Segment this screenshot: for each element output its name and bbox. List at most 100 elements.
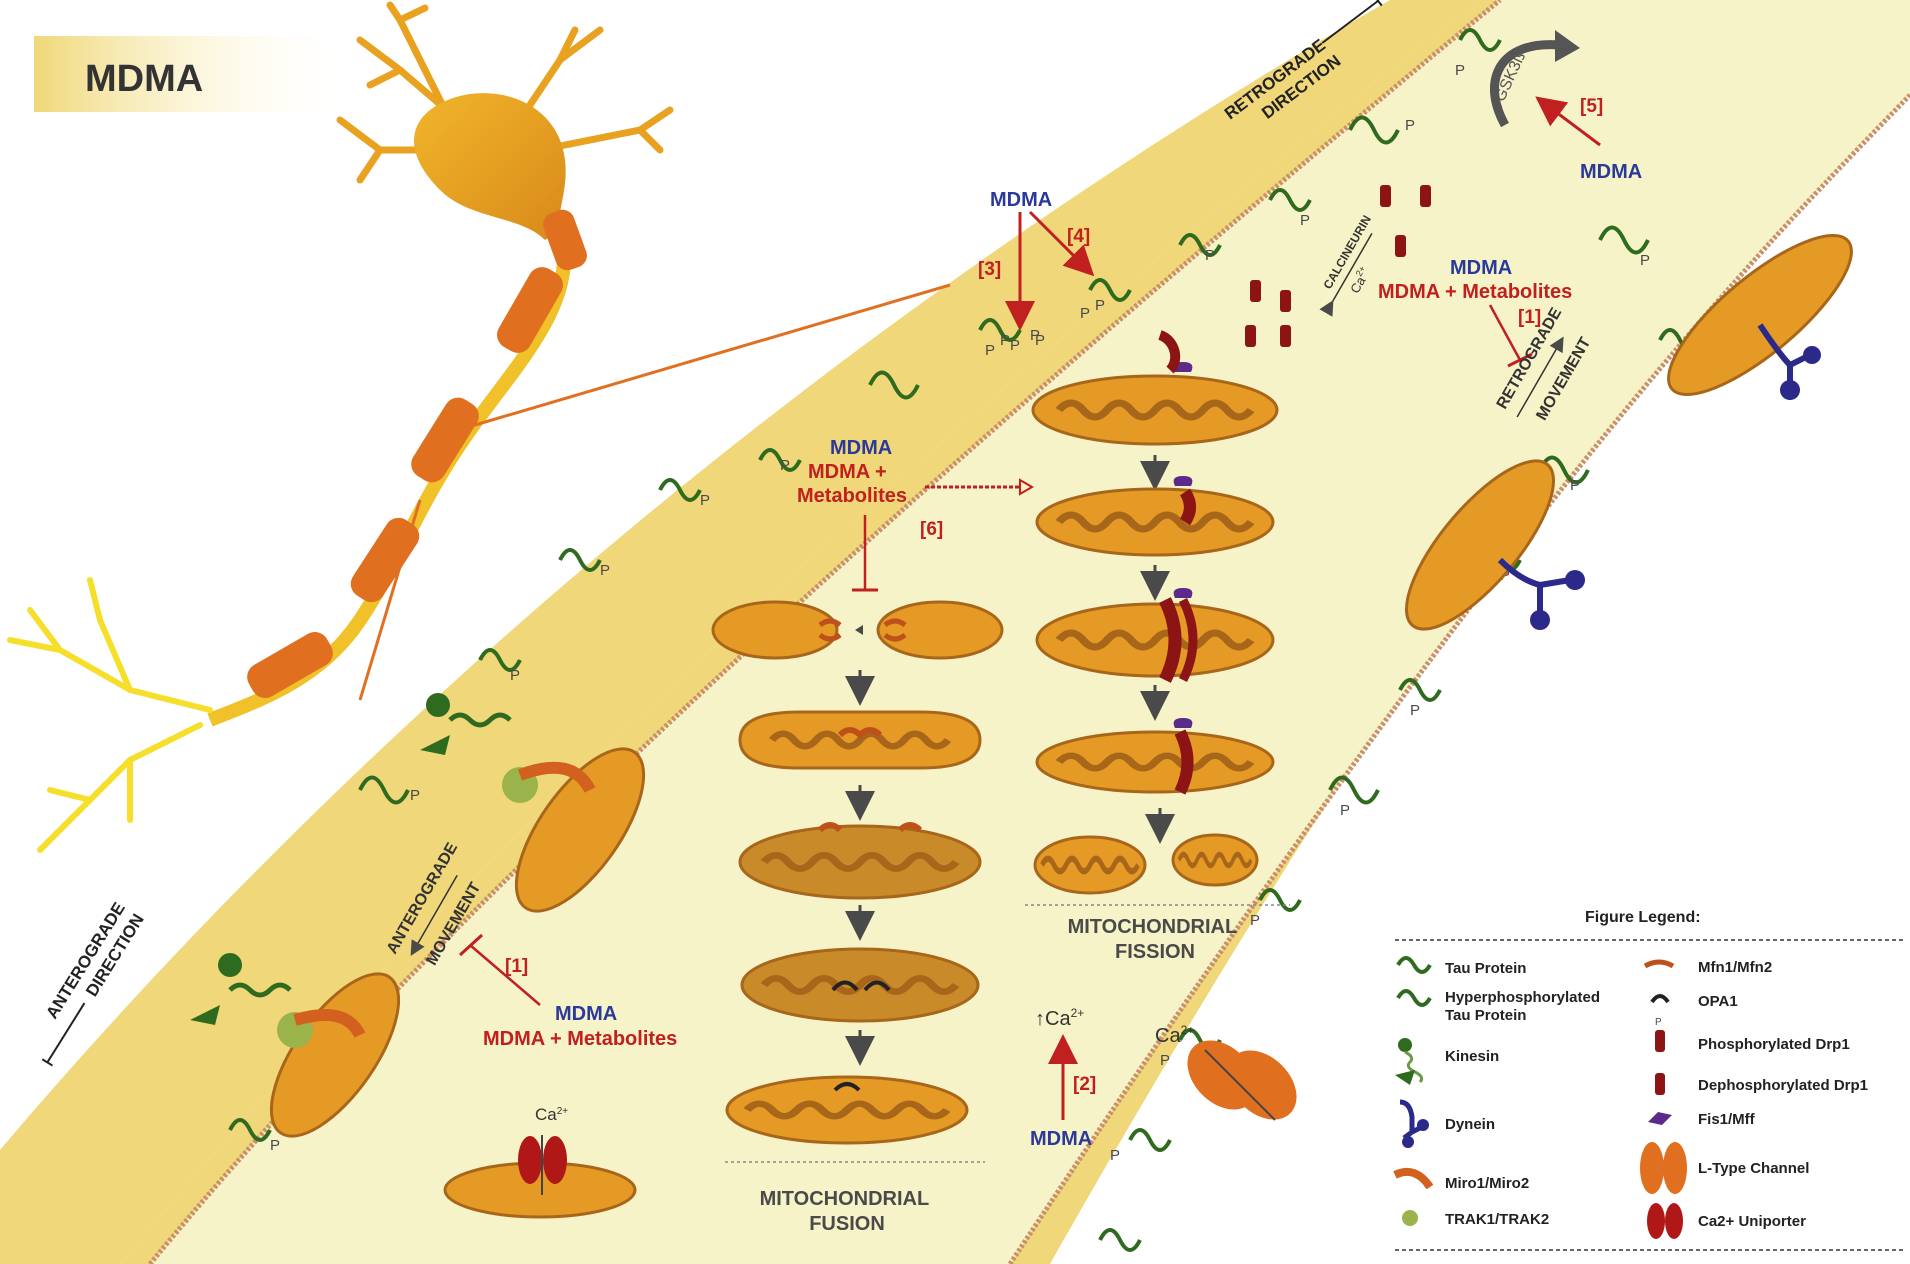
step1-antero: [1] [505, 956, 528, 977]
fusion-group: MDMA MDMA + Metabolites [6] [797, 437, 1034, 592]
svg-text:P: P [1110, 1147, 1120, 1164]
svg-text:P: P [410, 787, 420, 804]
mdma-label-gsk: MDMA [1580, 161, 1642, 183]
kinesin-mito-lower [190, 953, 401, 1138]
mdma-label-retro: MDMA [1450, 257, 1512, 279]
legend: Figure Legend: Tau Protein Hyperphosphor… [1393, 909, 1905, 1251]
mdma-label-ca: MDMA [1030, 1128, 1092, 1150]
legend-miro: Miro1/Miro2 [1445, 1175, 1529, 1192]
fission-line2: FISSION [1115, 941, 1195, 963]
legend-dynein: Dynein [1445, 1116, 1495, 1133]
svg-text:P: P [700, 492, 710, 509]
step2-label: [2] [1073, 1074, 1096, 1095]
mdma-tau-group: MDMA [3] [4] P P P P [978, 189, 1095, 359]
step4-label: [4] [1067, 226, 1090, 247]
kinesin-icon [1395, 1038, 1424, 1085]
svg-text:P: P [1410, 702, 1420, 719]
dephospho-drp1-icon [1655, 1073, 1665, 1095]
step3-label: [3] [978, 259, 1001, 280]
ca-up-label: ↑Ca2+ [1035, 1006, 1084, 1030]
legend-tau: Tau Protein [1445, 960, 1526, 977]
step1-retro: [1] [1518, 307, 1541, 328]
hyperphospho-tau-icon [1396, 989, 1432, 1007]
legend-fis1: Fis1/Mff [1698, 1111, 1756, 1128]
legend-uniporter: Ca2+ Uniporter [1698, 1213, 1806, 1230]
fusion-mito-4 [740, 947, 980, 1023]
kinesin-mito-upper [420, 693, 646, 913]
svg-text:P: P [1405, 117, 1415, 134]
svg-text:P: P [1010, 337, 1020, 354]
svg-text:P: P [600, 562, 610, 579]
legend-dephospho-drp1: Dephosphorylated Drp1 [1698, 1077, 1868, 1094]
svg-text:P: P [1300, 212, 1310, 229]
fission-label: MITOCHONDRIAL FISSION [1068, 916, 1243, 963]
legend-mfn: Mfn1/Mfn2 [1698, 959, 1772, 976]
svg-text:P: P [1640, 252, 1650, 269]
svg-text:P: P [1000, 332, 1010, 349]
dynein-icon [1399, 1099, 1429, 1148]
fission-line1: MITOCHONDRIAL [1068, 916, 1237, 938]
fusion-mito-1 [711, 600, 1004, 660]
svg-text:P: P [1160, 1052, 1170, 1069]
fission-mito-2 [1035, 476, 1275, 557]
fission-mito-5b [1171, 833, 1259, 887]
fusion-label: MITOCHONDRIAL FUSION [760, 1188, 935, 1235]
svg-text:P: P [1570, 477, 1580, 494]
mdma-metabolites-antero: MDMA + Metabolites [483, 1028, 677, 1050]
fission-mito-5a [1033, 835, 1147, 895]
miro-icon [1393, 1168, 1434, 1190]
svg-text:P: P [1030, 327, 1040, 344]
mdma-plus-fusion: MDMA + [808, 461, 887, 483]
fusion-sequence: MITOCHONDRIAL FUSION [711, 600, 1004, 1235]
svg-text:P: P [1655, 1017, 1662, 1028]
l-type-channel: Ca2+ [1155, 1023, 1297, 1121]
phospho-drp1-icon: P [1655, 1017, 1665, 1052]
svg-text:P: P [1205, 247, 1215, 264]
neuron [7, 1, 951, 853]
dynein-mito-top [1667, 234, 1853, 400]
legend-phospho-drp1: Phosphorylated Drp1 [1698, 1036, 1850, 1053]
svg-text:P: P [1095, 297, 1105, 314]
dynein-mito-middle [1404, 459, 1585, 631]
title-box: MDMA [34, 36, 334, 112]
legend-l-type: L-Type Channel [1698, 1160, 1809, 1177]
svg-text:Ca2+: Ca2+ [1155, 1023, 1194, 1047]
mdma-metabolites-retro: MDMA + Metabolites [1378, 281, 1572, 303]
fis1-icon [1648, 1112, 1672, 1125]
svg-text:Ca2+: Ca2+ [535, 1105, 568, 1124]
fusion-mito-2 [738, 710, 982, 770]
svg-text:P: P [1340, 802, 1350, 819]
drp1-cluster [1245, 185, 1431, 347]
svg-text:P: P [985, 342, 995, 359]
mdma-label-antero: MDMA [555, 1003, 617, 1025]
legend-trak: TRAK1/TRAK2 [1445, 1211, 1549, 1228]
uniporter-icon [1647, 1203, 1683, 1239]
legend-kinesin: Kinesin [1445, 1048, 1499, 1065]
mdma-label-top: MDMA [990, 189, 1052, 211]
fusion-line1: MITOCHONDRIAL [760, 1188, 929, 1210]
svg-text:P: P [780, 457, 790, 474]
fusion-line2: FUSION [809, 1213, 885, 1235]
fission-mito-3 [1035, 588, 1275, 683]
svg-text:P: P [1455, 62, 1465, 79]
mdma-label-fusion: MDMA [830, 437, 892, 459]
l-type-channel-icon [1640, 1142, 1687, 1194]
svg-text:P: P [1250, 912, 1260, 929]
ca-increase-group: ↑Ca2+ [2] MDMA [1030, 1006, 1096, 1150]
trak-icon [1402, 1210, 1418, 1226]
uniporter-mito: Ca2+ [443, 1105, 637, 1219]
fusion-mito-5 [725, 1075, 969, 1145]
fission-mito-4 [1035, 718, 1275, 795]
fission-mito-1 [1031, 362, 1279, 446]
opa1-icon [1650, 994, 1670, 1004]
tau-icon [1396, 956, 1432, 974]
fission-sequence: MITOCHONDRIAL FISSION [1025, 330, 1290, 963]
step5-label: [5] [1580, 96, 1603, 117]
svg-text:P: P [270, 1137, 280, 1154]
svg-text:P: P [510, 667, 520, 684]
svg-text:P: P [1080, 305, 1090, 322]
legend-opa1: OPA1 [1698, 993, 1738, 1010]
metabolites-fusion: Metabolites [797, 485, 907, 507]
